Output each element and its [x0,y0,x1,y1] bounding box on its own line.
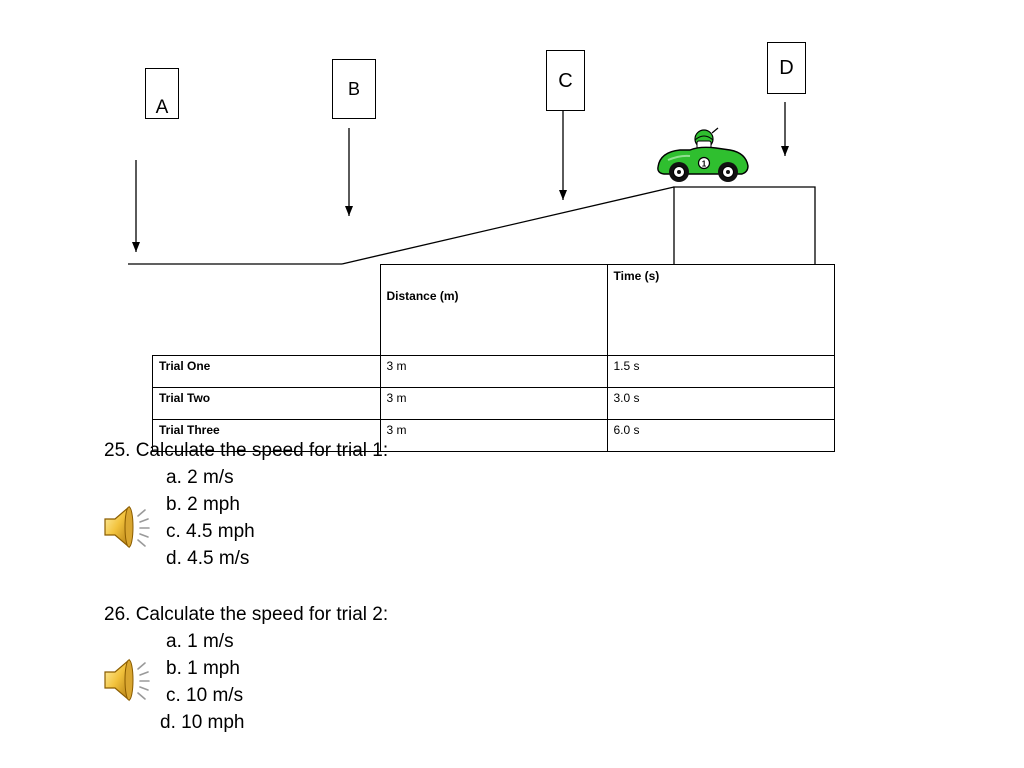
answer-option-c[interactable]: c. 10 m/s [166,685,244,706]
header-time: Time (s) [606,264,835,356]
label-d: D [779,57,794,79]
trials-table: Distance (m) Time (s) Trial One 3 m 1.5 … [152,264,835,452]
trial-time: 1.5 s [606,355,835,388]
answer-option-a[interactable]: a. 1 m/s [166,631,234,652]
question-stem: 26. Calculate the speed for trial 2: [104,604,389,625]
platform [673,186,816,264]
trial-time: 6.0 s [606,419,835,452]
trial-distance: 3 m [379,419,608,452]
label-c: C [558,69,573,92]
answer-option-a[interactable]: a. 2 m/s [166,467,234,488]
race-car-icon [657,127,749,182]
table-row: Trial Two 3 m 3.0 s [152,387,835,420]
label-a: A [155,97,169,118]
answer-option-d[interactable]: d. 4.5 m/s [166,548,250,569]
ramp-line [341,186,675,265]
car-number: 1 [702,160,707,169]
question-26: 26. Calculate the speed for trial 2: a. … [104,601,388,736]
table-blank-cell [152,264,381,356]
answer-option-d[interactable]: d. 10 mph [160,712,245,733]
trial-distance: 3 m [379,387,608,420]
answer-option-c[interactable]: c. 4.5 mph [166,521,255,542]
header-distance: Distance (m) [379,264,608,356]
speaker-icon[interactable] [101,502,151,552]
table-row: Trial Three 3 m 6.0 s [152,419,835,452]
trial-time: 3.0 s [606,387,835,420]
label-b: B [347,79,360,99]
answer-option-b[interactable]: b. 1 mph [166,658,240,679]
trial-name: Trial One [152,355,381,388]
label-box-a: A [145,68,179,119]
label-box-b: B [332,59,376,119]
speaker-icon[interactable] [101,655,151,705]
question-25: 25. Calculate the speed for trial 1: a. … [104,437,388,572]
question-stem: 25. Calculate the speed for trial 1: [104,440,389,461]
trial-name: Trial Three [152,419,381,452]
trial-name: Trial Two [152,387,381,420]
trial-distance: 3 m [379,355,608,388]
label-box-c: C [546,50,585,111]
table-row: Trial One 3 m 1.5 s [152,355,835,388]
label-box-d: D [767,42,806,94]
answer-option-b[interactable]: b. 2 mph [166,494,240,515]
